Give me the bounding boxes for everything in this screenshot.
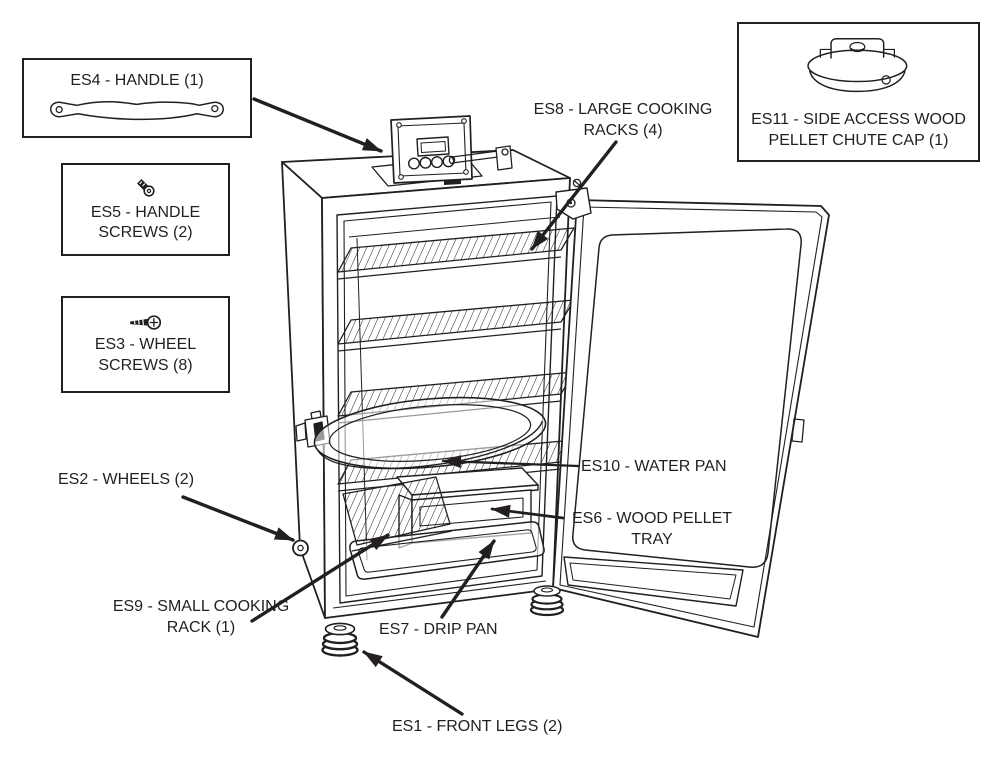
door-handle-tab bbox=[791, 418, 805, 443]
panel-buttons bbox=[408, 155, 455, 170]
label-es9-small-cooking-rack: ES9 - SMALL COOKING RACK (1) bbox=[112, 598, 290, 636]
callout-es4-label: ES4 - HANDLE (1) bbox=[70, 72, 204, 90]
front-legs bbox=[321, 585, 565, 657]
label-es8-large-cooking-racks: ES8 - LARGE COOKING RACKS (4) bbox=[533, 101, 713, 139]
rack-1 bbox=[337, 227, 575, 280]
callout-es4-handle: ES4 - HANDLE (1) bbox=[22, 58, 252, 138]
arrow-es7 bbox=[440, 539, 496, 619]
label-es7-drip-pan: ES7 - DRIP PAN bbox=[379, 621, 498, 638]
arrow-es9 bbox=[250, 533, 390, 623]
callout-es3-wheel-screws: ES3 - WHEEL SCREWS (8) bbox=[61, 296, 230, 393]
callout-es3-label: ES3 - WHEEL SCREWS (8) bbox=[94, 336, 197, 374]
arrow-es10 bbox=[441, 455, 580, 469]
callout-es5-label: ES5 - HANDLE SCREWS (2) bbox=[90, 203, 201, 241]
display bbox=[416, 136, 450, 157]
handle-icon bbox=[49, 100, 225, 120]
callout-es11-label: ES11 - SIDE ACCESS WOOD PELLET CHUTE CAP… bbox=[751, 111, 966, 149]
callout-arrows bbox=[181, 97, 618, 716]
control-panel bbox=[390, 115, 513, 185]
door bbox=[552, 178, 830, 638]
front-leg-right bbox=[529, 585, 565, 617]
arrow-es4 bbox=[252, 97, 383, 153]
wheel bbox=[292, 539, 309, 557]
label-es1-front-legs: ES1 - FRONT LEGS (2) bbox=[392, 718, 563, 735]
probe-rod bbox=[448, 145, 513, 171]
arrow-es6 bbox=[490, 504, 565, 520]
arrow-es1 bbox=[362, 650, 464, 716]
wheel-screw-icon bbox=[129, 315, 161, 331]
water-pan bbox=[313, 396, 547, 470]
label-es2-wheels: ES2 - WHEELS (2) bbox=[58, 471, 195, 488]
door-vent bbox=[563, 556, 744, 607]
handle-screw-icon bbox=[135, 178, 155, 197]
chute-cap-icon bbox=[806, 38, 907, 93]
label-es10-water-pan: ES10 - WATER PAN bbox=[581, 458, 727, 475]
callout-es11-chute-cap: ES11 - SIDE ACCESS WOOD PELLET CHUTE CAP… bbox=[737, 22, 980, 162]
front-leg-left bbox=[321, 622, 359, 657]
callout-es5-handle-screws: ES5 - HANDLE SCREWS (2) bbox=[61, 163, 230, 256]
panel-screws bbox=[396, 118, 469, 180]
label-es6-wood-pellet-tray: ES6 - WOOD PELLET TRAY bbox=[571, 510, 733, 548]
door-window bbox=[572, 228, 802, 568]
arrow-es2 bbox=[181, 495, 295, 542]
arrow-es8 bbox=[530, 140, 618, 251]
